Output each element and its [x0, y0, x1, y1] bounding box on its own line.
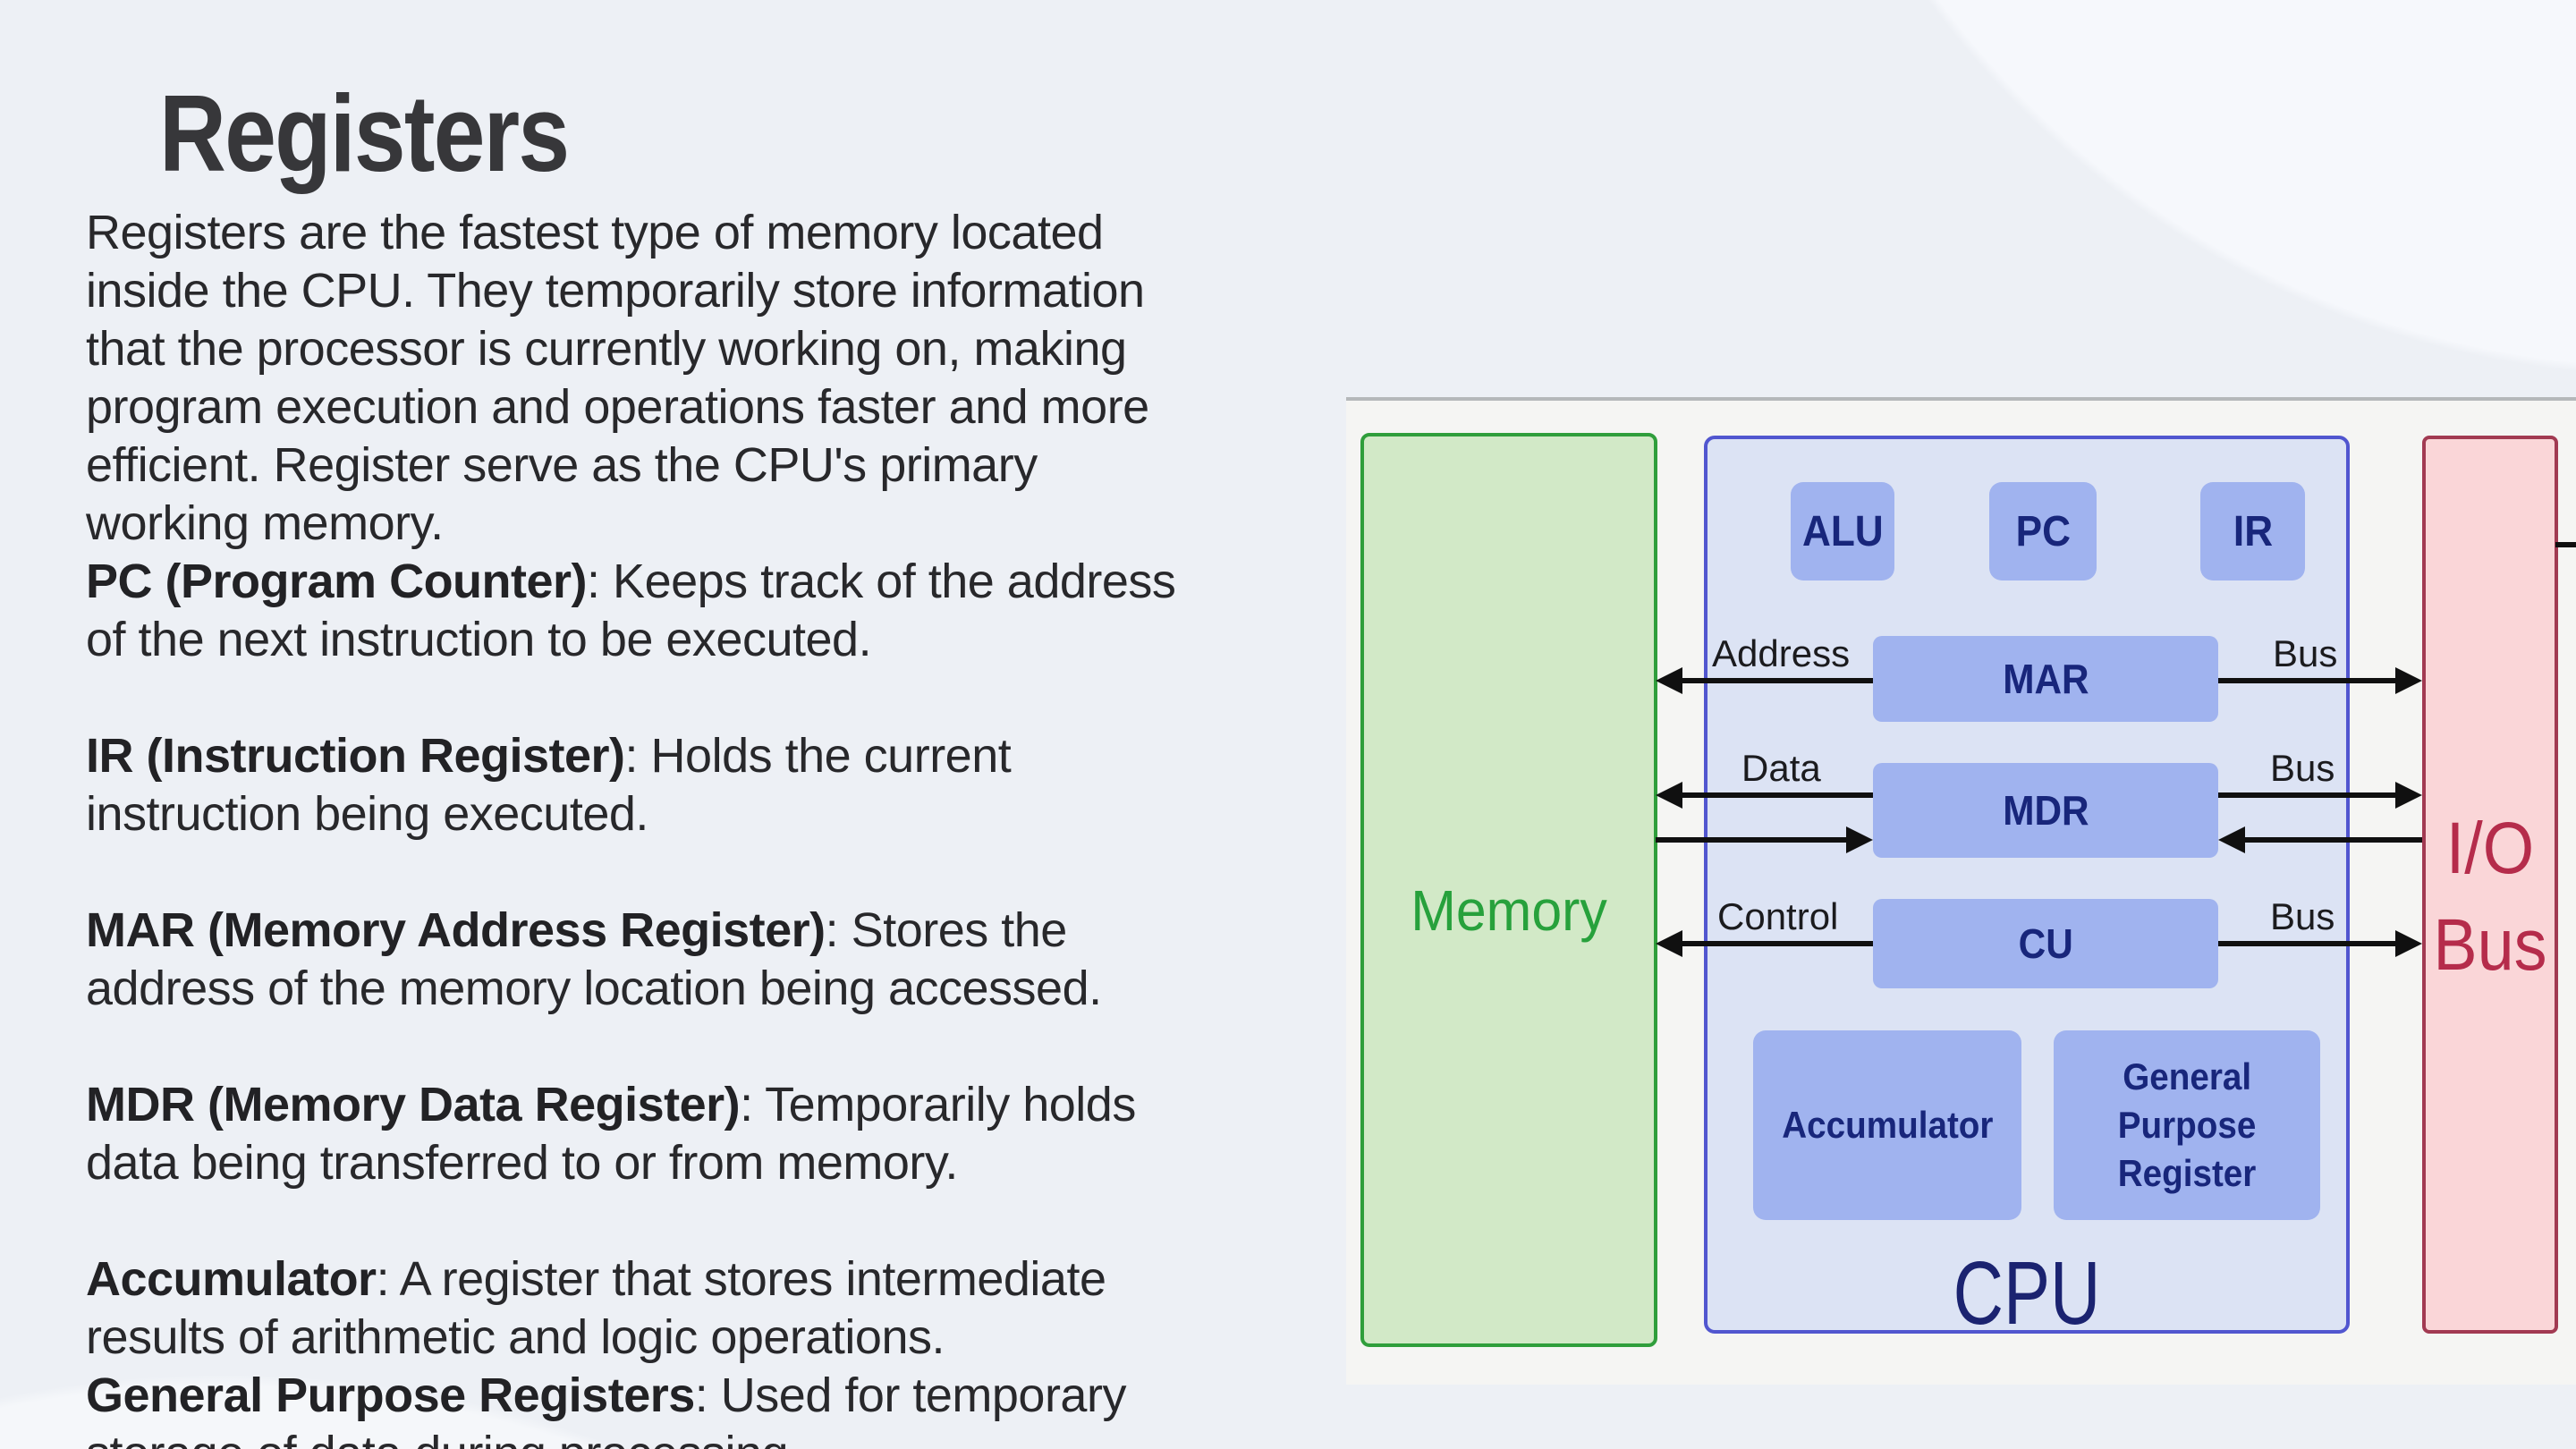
body-line-text: program execution and operations faster … [86, 380, 1149, 434]
body-line-text: : Keeps track of the address [587, 555, 1176, 608]
body-line-text: Registers are the fastest type of memory… [86, 206, 1104, 259]
body-line-bold: MDR (Memory Data Register) [86, 1078, 741, 1131]
accumulator-label: Accumulator [1781, 1104, 1994, 1146]
control-bus-label: Control [1717, 895, 1839, 937]
body-line-text: of the next instruction to be executed. [86, 613, 872, 666]
ir-register-box: IR [2200, 482, 2305, 580]
cu-register-box: CU [1873, 899, 2218, 988]
data-bus-arrow-to-io [2218, 782, 2422, 809]
body-line: IR (Instruction Register): Holds the cur… [86, 727, 1175, 785]
gpr-label-line1: General [2123, 1055, 2251, 1097]
body-text: Registers are the fastest type of memory… [86, 204, 1176, 1449]
address-bus-arrow-to-memory [1656, 667, 1873, 694]
body-line: PC (Program Counter): Keeps track of the… [86, 553, 1176, 611]
body-line: of the next instruction to be executed. [86, 611, 1175, 669]
body-line-text: : Temporarily holds [740, 1078, 1136, 1131]
body-line-text: : Used for temporary [694, 1368, 1127, 1422]
body-line-text: that the processor is currently working … [86, 322, 1127, 376]
body-line-bold: MAR (Memory Address Register) [86, 903, 826, 957]
body-line-text: instruction being executed. [86, 787, 648, 841]
control-bus-arrow-to-memory [1656, 930, 1873, 957]
io-bus-label-line1: I/O [2445, 808, 2535, 889]
body-line: storage of data during processing [86, 1425, 1175, 1449]
body-line: Registers are the fastest type of memory… [86, 204, 1175, 262]
address-bus-arrow-to-io [2218, 667, 2422, 694]
body-line: results of arithmetic and logic operatio… [86, 1309, 1175, 1367]
body-line: MAR (Memory Address Register): Stores th… [86, 902, 1175, 960]
accumulator-box: Accumulator [1753, 1030, 2021, 1220]
pc-label: PC [2015, 507, 2071, 555]
gpr-label-line2: Purpose [2117, 1104, 2257, 1146]
body-line-bold: IR (Instruction Register) [86, 729, 625, 783]
mdr-register-box: MDR [1873, 763, 2218, 858]
address-bus-label: Address [1712, 632, 1851, 674]
body-line: efficient. Register serve as the CPU's p… [86, 436, 1175, 495]
body-line-text: data being transferred to or from memory… [86, 1136, 958, 1190]
body-line-text: : Stores the [825, 903, 1068, 957]
data-arrow-io-to-mdr [2218, 826, 2422, 853]
alu-label: ALU [1801, 507, 1884, 555]
mar-register-box: MAR [1873, 636, 2218, 722]
cpu-architecture-diagram: Memory I/O Bus ALU PC IR MAR MDR CU Accu… [1346, 397, 2576, 1385]
page-title: Registers [159, 72, 570, 194]
body-line-text: address of the memory location being acc… [86, 962, 1102, 1015]
body-line-text: storage of data during processing [86, 1427, 789, 1449]
data-arrow-memory-to-mdr [1656, 826, 1873, 853]
body-line: address of the memory location being acc… [86, 960, 1175, 1018]
body-line: MDR (Memory Data Register): Temporarily … [86, 1076, 1175, 1134]
io-bus-label-line2: Bus [2433, 904, 2547, 986]
body-line-bold: Accumulator [86, 1252, 377, 1306]
ir-label: IR [2233, 507, 2273, 555]
body-line: inside the CPU. They temporarily store i… [86, 262, 1175, 320]
body-line-bold: General Purpose Registers [86, 1368, 695, 1422]
io-bus-label: I/O Bus [2429, 801, 2552, 994]
data-bus-arrow-to-memory [1656, 782, 1873, 809]
data-bus-label: Data [1741, 747, 1821, 789]
body-line-text: : A register that stores intermediate [376, 1252, 1106, 1306]
body-line-text: working memory. [86, 496, 444, 550]
body-line-text: efficient. Register serve as the CPU's p… [86, 438, 1038, 492]
bus-label-address-row: Bus [2273, 632, 2338, 674]
cu-label: CU [2018, 920, 2073, 967]
io-bus-right-stub-line [2555, 542, 2576, 547]
body-line-bold: PC (Program Counter) [86, 555, 588, 608]
body-line: working memory. [86, 495, 1175, 553]
body-line-text: inside the CPU. They temporarily store i… [86, 264, 1145, 318]
body-line: program execution and operations faster … [86, 378, 1175, 436]
body-line: General Purpose Registers: Used for temp… [86, 1367, 1175, 1425]
body-line: that the processor is currently working … [86, 320, 1175, 378]
body-line-text: : Holds the current [624, 729, 1012, 783]
body-line: data being transferred to or from memory… [86, 1134, 1175, 1192]
pc-register-box: PC [1989, 482, 2097, 580]
bus-label-data-row: Bus [2270, 747, 2335, 789]
mar-label: MAR [2002, 656, 2089, 702]
memory-box: Memory [1360, 433, 1657, 1347]
gpr-label-line3: Register [2117, 1152, 2257, 1194]
body-line: instruction being executed. [86, 785, 1175, 843]
general-purpose-register-box: General Purpose Register [2054, 1030, 2320, 1220]
cpu-label: CPU [1953, 1243, 2101, 1343]
control-bus-arrow-to-io [2218, 930, 2422, 957]
memory-label: Memory [1411, 878, 1607, 943]
bus-label-control-row: Bus [2270, 895, 2335, 937]
io-bus-box [2422, 436, 2558, 1334]
body-line: Accumulator: A register that stores inte… [86, 1250, 1175, 1309]
mdr-label: MDR [2002, 787, 2089, 834]
alu-register-box: ALU [1791, 482, 1894, 580]
body-line-text: results of arithmetic and logic operatio… [86, 1310, 945, 1364]
